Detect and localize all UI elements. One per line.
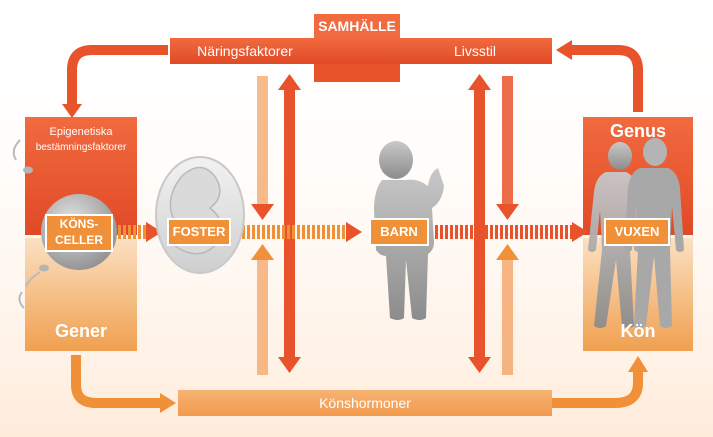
gener-label: Gener (54, 321, 108, 341)
livsstil-label: Livsstil (453, 43, 496, 59)
arrowhead-to-epigenetiska (62, 104, 82, 118)
loop-right-bottom (552, 368, 643, 408)
loop-right-top (568, 45, 643, 112)
loop-left-top (67, 45, 168, 108)
livsstil-bar (375, 38, 552, 64)
naringsfaktorer-label: Näringsfaktorer (197, 43, 293, 59)
barn-label: BARN (380, 224, 418, 239)
foster-label: FOSTER (172, 224, 226, 239)
arrowhead-to-kon (628, 356, 648, 372)
naringsfaktorer-bar (170, 38, 375, 64)
epigenetiska-label-line1: Epigenetiska (49, 126, 113, 138)
vuxen-label: VUXEN (614, 224, 660, 239)
arrowhead-to-konshormoner (160, 393, 176, 413)
loop-left-bottom (71, 355, 162, 408)
adult-silhouettes (588, 138, 684, 328)
development-arrow (118, 222, 588, 242)
vertical-arrows-right (468, 74, 519, 375)
konsceller-label-line2: CELLER (55, 233, 103, 247)
vuxen-box (604, 218, 670, 246)
konsceller-box (45, 214, 113, 252)
epigenetiska-label-line2: bestämningsfaktorer (35, 142, 127, 153)
samhalle-label-bg (314, 14, 400, 38)
konshormoner-bar (178, 390, 552, 416)
konsceller-label-line1: KÖNS- (59, 217, 99, 231)
arrowhead-to-livsstil (556, 40, 572, 60)
vertical-arrows-left (251, 74, 301, 375)
kon-label: Kön (620, 321, 656, 341)
genus-label: Genus (609, 121, 666, 141)
foster-box (167, 218, 231, 246)
fetus-illustration (155, 156, 245, 274)
samhalle-label: SAMHÄLLE (318, 18, 396, 34)
barn-box (369, 218, 429, 246)
konshormoner-label: Könshormoner (319, 395, 411, 411)
